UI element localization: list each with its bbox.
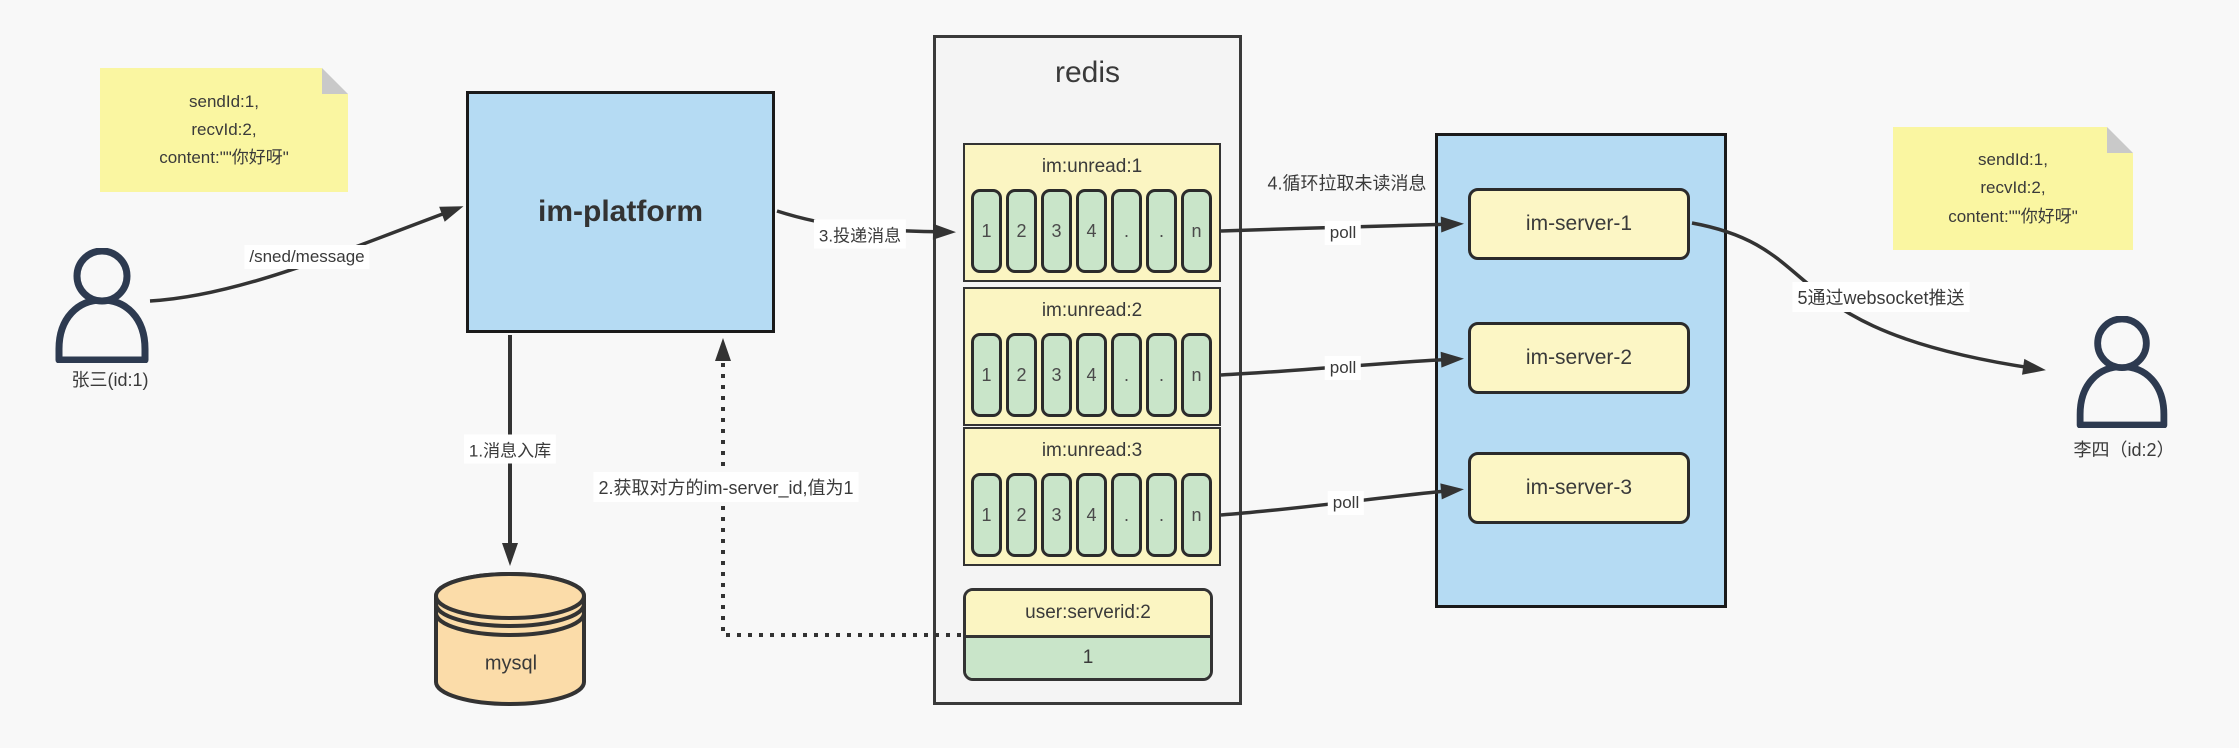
platform-label: im-platform <box>538 195 703 228</box>
queue-cell: 4 <box>1076 473 1107 557</box>
step2-label: 2.获取对方的im-server_id,值为1 <box>593 472 859 502</box>
server-box-1: im-server-1 <box>1468 188 1690 260</box>
queue-title: im:unread:3 <box>1041 440 1143 461</box>
redis-queue-1: im:unread:1 1 2 3 4 . . n <box>963 143 1221 282</box>
note-line: sendId:1, <box>189 91 259 111</box>
queue-cell: 2 <box>1006 473 1037 557</box>
sender-label: 张三(id:1) <box>71 370 149 390</box>
note-line: recvId:2, <box>191 119 257 139</box>
step5-label: 5通过websocket推送 <box>1792 282 1970 312</box>
queue-cell: 3 <box>1041 473 1072 557</box>
queue-cell: 3 <box>1041 189 1072 273</box>
user-icon-sender <box>55 248 149 363</box>
note-line: recvId:2, <box>1980 178 2046 198</box>
queue-cell: . <box>1146 189 1177 273</box>
queue-cell: 3 <box>1041 333 1072 417</box>
queue-cell: 2 <box>1006 333 1037 417</box>
note-line: sendId:1, <box>1978 150 2048 170</box>
redis-queue-2: im:unread:2 1 2 3 4 . . n <box>963 287 1221 426</box>
queue-cell: n <box>1181 473 1212 557</box>
step3-label: 3.投递消息 <box>813 219 907 249</box>
queue-cell: 4 <box>1076 333 1107 417</box>
queue-cell: 4 <box>1076 189 1107 273</box>
redis-title: redis <box>1054 56 1121 89</box>
queue-cell: . <box>1146 333 1177 417</box>
database-label: mysql <box>484 652 538 675</box>
step4-label: 4.循环拉取未读消息 <box>1267 173 1427 194</box>
step1-label: 1.消息入库 <box>463 434 557 464</box>
receiver-label: 李四（id:2） <box>2073 440 2175 460</box>
database-icon <box>434 572 586 706</box>
server-box-2: im-server-2 <box>1468 322 1690 394</box>
queue-cell: . <box>1146 473 1177 557</box>
arrow-get-serverid <box>715 338 961 637</box>
user-icon-receiver <box>2076 316 2168 428</box>
queue-title: im:unread:1 <box>1041 156 1143 177</box>
queue-cell: . <box>1111 189 1142 273</box>
queue-cell: . <box>1111 333 1142 417</box>
poll-label-2: poll <box>1324 356 1362 380</box>
queue-title: im:unread:2 <box>1041 300 1143 321</box>
mapping-title: user:serverid:2 <box>966 591 1210 638</box>
send-route-label: /sned/message <box>244 245 370 269</box>
poll-label-3: poll <box>1327 491 1365 515</box>
queue-cell: . <box>1111 473 1142 557</box>
sticky-note-request: sendId:1, recvId:2, content:""你好呀" <box>100 68 348 192</box>
queue-cells: 1 2 3 4 . . n <box>965 333 1219 417</box>
redis-queue-3: im:unread:3 1 2 3 4 . . n <box>963 427 1221 566</box>
note-line: content:""你好呀" <box>1948 206 2078 226</box>
server-label: im-server-2 <box>1525 346 1633 369</box>
queue-cell: 1 <box>971 473 1002 557</box>
serverid-mapping-box: user:serverid:2 1 <box>963 588 1213 681</box>
queue-cell: n <box>1181 333 1212 417</box>
queue-cell: 1 <box>971 189 1002 273</box>
mapping-value: 1 <box>966 638 1210 678</box>
server-label: im-server-1 <box>1525 212 1633 235</box>
queue-cell: 1 <box>971 333 1002 417</box>
sticky-note-push: sendId:1, recvId:2, content:""你好呀" <box>1893 127 2133 250</box>
server-box-3: im-server-3 <box>1468 452 1690 524</box>
server-label: im-server-3 <box>1525 476 1633 499</box>
queue-cell: 2 <box>1006 189 1037 273</box>
queue-cell: n <box>1181 189 1212 273</box>
queue-cells: 1 2 3 4 . . n <box>965 189 1219 273</box>
note-line: content:""你好呀" <box>159 148 289 168</box>
platform-box: im-platform <box>466 91 775 333</box>
poll-label-1: poll <box>1324 221 1362 245</box>
queue-cells: 1 2 3 4 . . n <box>965 473 1219 557</box>
